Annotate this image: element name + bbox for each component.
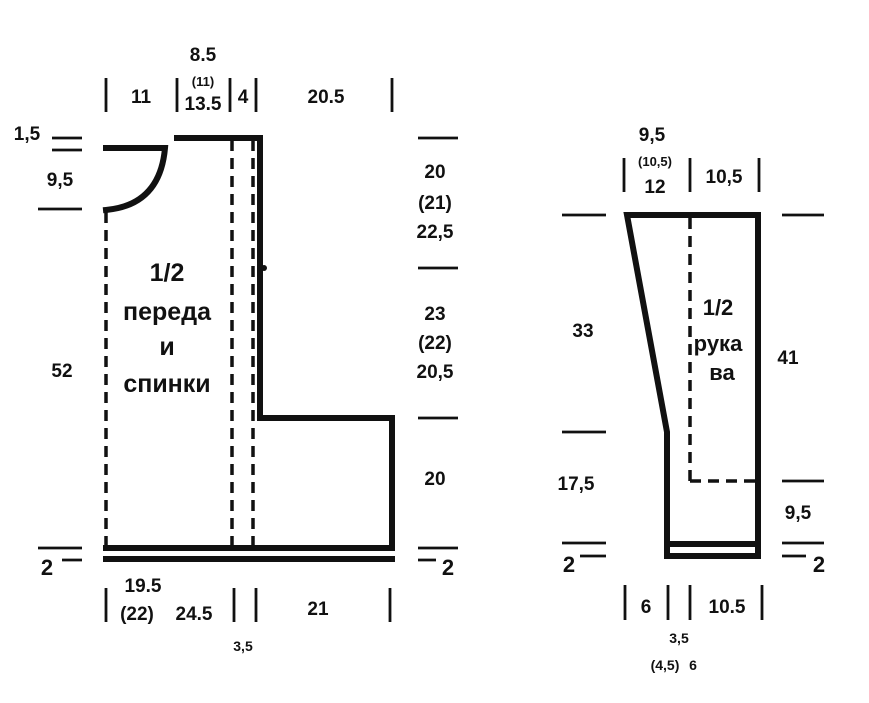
- sleeve-bottom-dim-left: 6: [641, 597, 652, 618]
- body-label-line-3: и: [159, 333, 174, 361]
- body-right-dim-mid-3: 20,5: [417, 362, 454, 383]
- body-label: 1/2 переда и спинки: [123, 259, 212, 398]
- body-top-dim-neck-1: 8.5: [190, 45, 217, 66]
- sleeve-label-line-1: 1/2: [703, 295, 734, 320]
- sleeve-left-dim-lower: 17,5: [558, 474, 595, 495]
- body-bottom-dim-width-2: (22): [120, 604, 154, 625]
- body-right-dim-mid-2: (22): [418, 333, 452, 354]
- sleeve-top-dim-left-3: 12: [644, 177, 665, 198]
- sleeve-piece: 1/2 рука ва 9,5 (10,5) 12 10,5 33 17,5 2…: [558, 125, 826, 673]
- sleeve-top-dim-left-2: (10,5): [638, 154, 672, 169]
- sleeve-bottom-dim-gap-2: (4,5): [651, 657, 680, 673]
- sleeve-top-ticks: [622, 158, 761, 192]
- body-bottom-dim-width-1: 19.5: [125, 576, 162, 597]
- body-right-dim-armhole-3: 22,5: [417, 222, 454, 243]
- body-top-dim-right: 20.5: [308, 87, 345, 108]
- body-bottom-dim-width-3: 24.5: [176, 604, 213, 625]
- sleeve-outline: [623, 212, 761, 559]
- sleeve-left-dim-hem: 2: [563, 552, 575, 577]
- sleeve-top-dim-right: 10,5: [706, 167, 743, 188]
- body-label-line-1: 1/2: [150, 259, 185, 287]
- sleeve-label-line-2: рука: [694, 331, 743, 356]
- body-right-dim-hem: 2: [442, 555, 454, 580]
- sleeve-label: 1/2 рука ва: [694, 295, 743, 385]
- sleeve-right-ticks: [782, 213, 824, 558]
- sleeve-left-dim-upper: 33: [572, 321, 593, 342]
- body-bottom-dim-gap: 3,5: [233, 638, 253, 654]
- sleeve-bottom-dim-gap-1: 3,5: [669, 630, 689, 646]
- body-right-dim-lower: 20: [424, 469, 445, 490]
- sleeve-top-dim-left-1: 9,5: [639, 125, 666, 146]
- sleeve-dashed-lines: [688, 218, 758, 483]
- body-left-ticks: [38, 136, 82, 562]
- sleeve-right-dim-hem: 2: [813, 552, 825, 577]
- body-right-dim-mid-1: 23: [424, 304, 445, 325]
- body-left-dim-hem: 2: [41, 555, 53, 580]
- body-piece: 1/2 переда и спинки 11 8.5 (11) 13.5 4 2…: [14, 45, 458, 654]
- sleeve-bottom-dim-gap-3: 6: [689, 657, 697, 673]
- body-label-line-4: спинки: [123, 370, 210, 398]
- body-top-dim-neck-3: 13.5: [185, 94, 222, 115]
- sleeve-right-dim-length: 41: [777, 348, 799, 369]
- body-left-dim-length: 52: [51, 361, 72, 382]
- body-top-dim-shoulder: 4: [238, 87, 249, 108]
- sleeve-bottom-dim-right: 10.5: [709, 597, 746, 618]
- body-top-dim-neck-2: (11): [192, 74, 214, 89]
- sleeve-bottom-ticks: [623, 585, 764, 620]
- body-dashed-lines: [104, 140, 255, 545]
- sleeve-label-line-3: ва: [709, 360, 735, 385]
- body-outline: [102, 135, 395, 562]
- body-label-line-2: переда: [123, 298, 212, 326]
- body-top-dim-left: 11: [131, 87, 152, 108]
- body-bottom-dim-right: 21: [307, 599, 329, 620]
- body-right-ticks: [418, 136, 458, 562]
- sleeve-right-dim-cuff: 9,5: [785, 503, 812, 524]
- body-top-ticks: [104, 78, 394, 112]
- body-left-dim-neck-depth: 9,5: [47, 170, 74, 191]
- body-left-dim-neck-top: 1,5: [14, 124, 41, 145]
- body-bottom-ticks: [104, 588, 392, 622]
- body-right-dim-armhole-1: 20: [424, 162, 445, 183]
- sleeve-left-ticks: [562, 213, 606, 558]
- body-right-dim-armhole-2: (21): [418, 193, 452, 214]
